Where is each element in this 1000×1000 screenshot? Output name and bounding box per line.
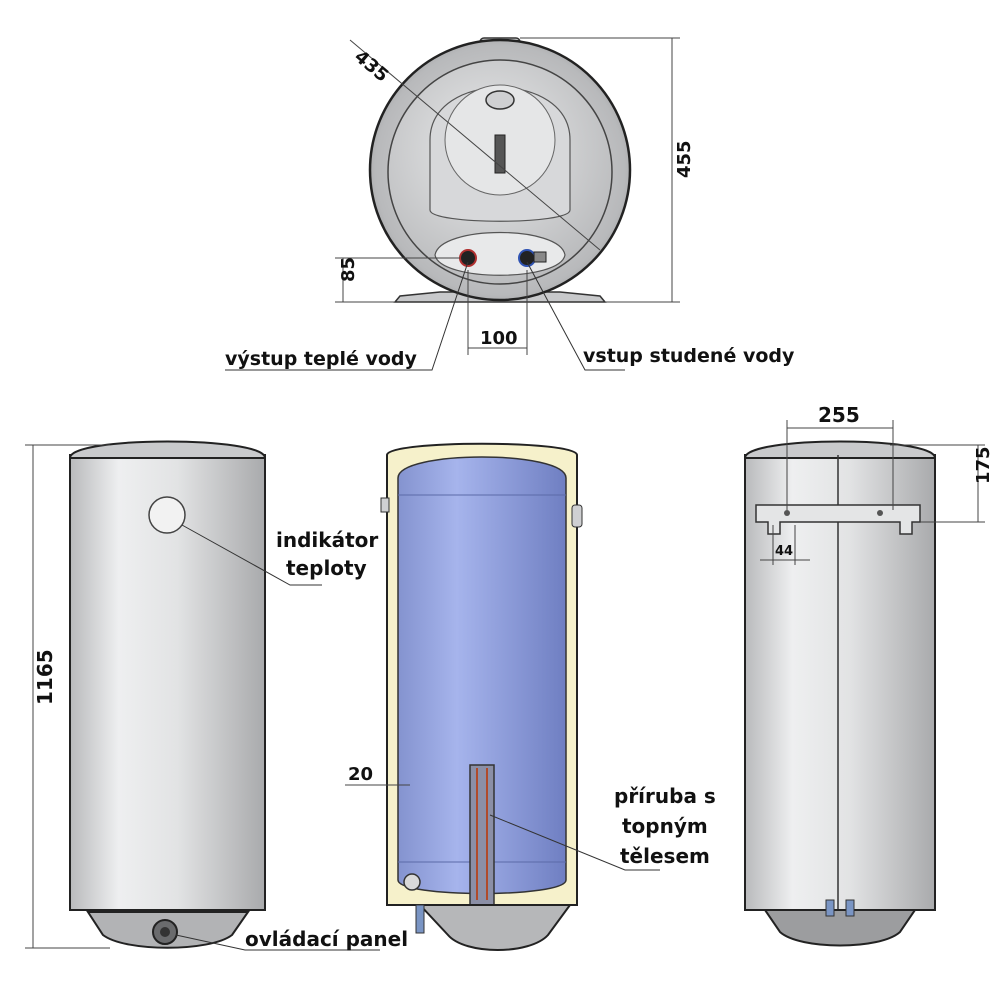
- dim-bracket-width-label: 255: [818, 403, 860, 427]
- flange-label-line3: tělesem: [620, 844, 710, 868]
- hot-outlet-label: výstup teplé vody: [225, 348, 418, 370]
- front-view-top-cap: [68, 440, 267, 459]
- heating-element: [469, 764, 495, 906]
- temp-indicator-label-line1: indikátor: [276, 528, 378, 552]
- section-drain-pipe: [415, 904, 425, 934]
- dim-total-height-label: 1165: [33, 649, 57, 705]
- bracket-hole-left: [784, 510, 790, 516]
- control-panel-label: ovládací panel: [245, 927, 408, 951]
- control-knob-center: [160, 927, 170, 937]
- back-view-pipe-left: [825, 899, 835, 917]
- cold-inlet-label: vstup studené vody: [583, 345, 795, 367]
- dim-insulation-label: 20: [348, 764, 373, 785]
- hot-outlet-pipe: [459, 249, 477, 267]
- bracket-hole-right: [877, 510, 883, 516]
- dim-diameter-label: 435: [350, 46, 392, 86]
- dim-inlet-height-label: 85: [338, 257, 359, 282]
- dim-pipe-spacing-label: 100: [480, 328, 518, 349]
- dim-bracket-hole-label: 44: [775, 544, 793, 559]
- dim-bracket-top-label: 175: [973, 446, 994, 484]
- flange-label-line1: příruba s: [614, 784, 716, 808]
- cold-inlet-pipe: [518, 249, 536, 267]
- flange-label-line2: topným: [622, 814, 708, 838]
- back-view-bottom-cap: [763, 909, 917, 947]
- section-bottom-cone: [417, 904, 572, 951]
- section-left-nub: [380, 497, 390, 513]
- top-view: 435 455 85 100 výstup teplé vody vstup s…: [225, 37, 795, 371]
- front-view: 1165 indikátor teploty ovládací panel: [25, 440, 408, 951]
- top-view-thermostat: [494, 134, 506, 174]
- section-side-fitting: [571, 504, 583, 528]
- back-view-pipe-right: [845, 899, 855, 917]
- section-inlet-fitting: [403, 873, 421, 891]
- section-view: 20 příruba s topným tělesem: [345, 442, 716, 951]
- inner-tank: [397, 456, 567, 895]
- temp-indicator-label-line2: teploty: [286, 556, 367, 580]
- dim-height-label: 455: [674, 140, 695, 178]
- temperature-indicator: [148, 496, 186, 534]
- cold-inlet-valve: [533, 251, 547, 263]
- back-view-top-cap: [743, 440, 937, 459]
- top-view-top-fitting: [485, 90, 515, 110]
- back-view: 255 175 44: [743, 403, 994, 947]
